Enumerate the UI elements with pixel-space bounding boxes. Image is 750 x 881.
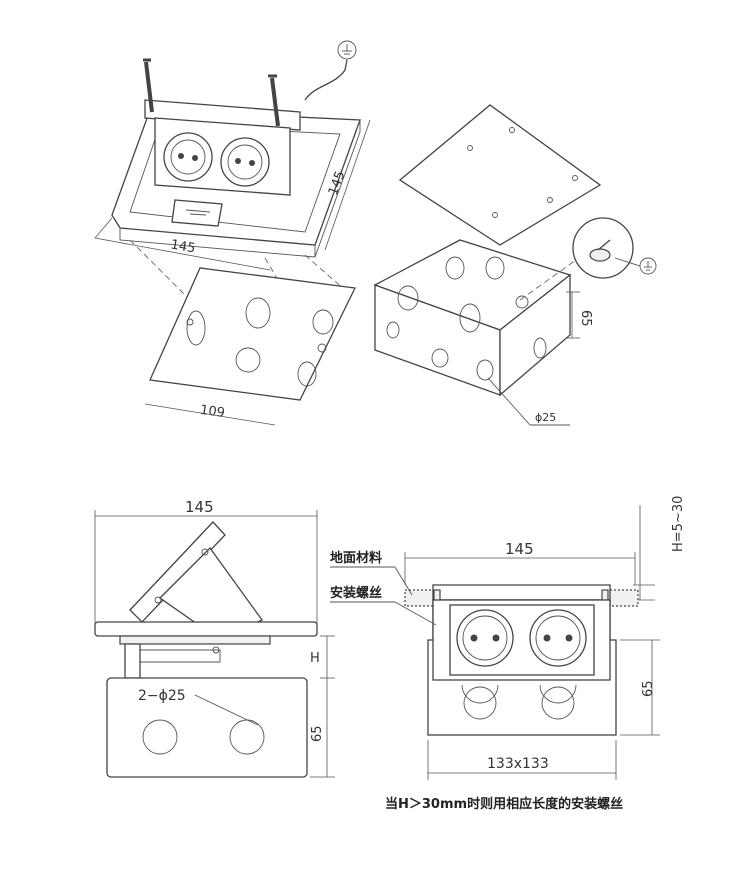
dim-height-label: 65 [578, 310, 593, 327]
dim-width-label: 145 [185, 498, 214, 516]
dim-box-height-label: 65 [310, 725, 325, 742]
screw-icon [268, 74, 280, 127]
dim-width-label: 145 [505, 540, 534, 558]
iso-junction-box-view: 65 ϕ25 [373, 104, 657, 426]
floor-material-label: 地面材料 [330, 550, 382, 566]
footnote: 当H＞30mm时则用相应长度的安装螺丝 [385, 796, 623, 812]
install-screw-label: 安装螺丝 [330, 585, 382, 601]
dim-box-height-label: 65 [641, 680, 656, 697]
dim-holes-label: 2−ϕ25 [138, 688, 186, 704]
screw-icon [143, 58, 154, 113]
front-section-view: 145 H=5~30 [330, 496, 686, 780]
dim-h-label: H [310, 651, 320, 666]
dim-h-range-label: H=5~30 [671, 496, 686, 552]
socket-right-icon [220, 137, 270, 187]
dim-width-label: 145 [169, 237, 196, 256]
dim-plate-label: 109 [199, 403, 226, 421]
iso-floor-socket-view: 145 145 109 [94, 40, 371, 426]
earth-ground-icon [337, 40, 357, 60]
socket-left-icon [163, 132, 213, 182]
dim-hole-label: ϕ25 [535, 411, 556, 424]
side-elevation-view: 145 2−ϕ25 H 65 [94, 498, 335, 778]
earth-ground-icon [639, 257, 657, 275]
dim-base-label: 133x133 [487, 756, 549, 772]
